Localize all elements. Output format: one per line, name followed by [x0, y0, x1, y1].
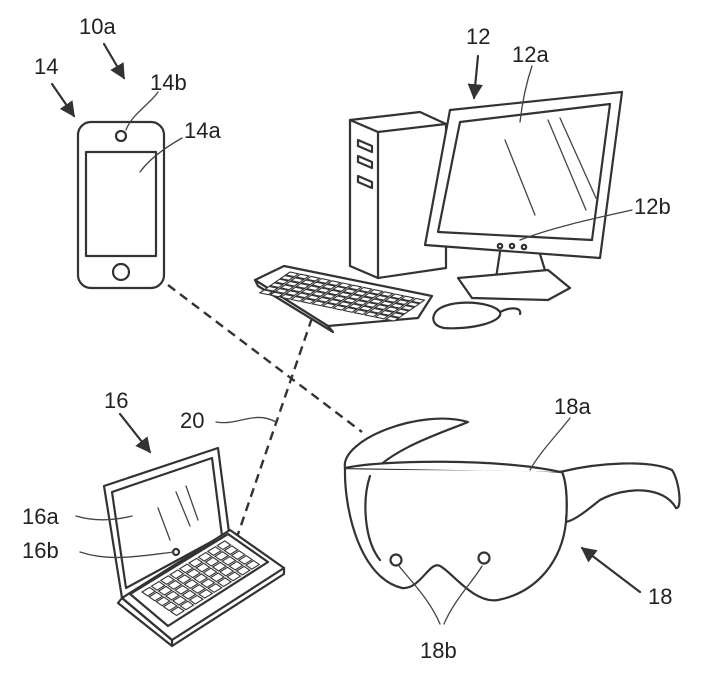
label-14a: 14a	[184, 118, 221, 143]
computer-mouse	[433, 303, 520, 329]
smartphone	[78, 122, 164, 288]
label-12b: 12b	[634, 194, 671, 219]
label-18a: 18a	[554, 394, 591, 419]
label-12a: 12a	[512, 42, 549, 67]
vr-headset	[345, 419, 680, 601]
label-10a: 10a	[79, 14, 116, 39]
computer-keyboard	[255, 266, 432, 332]
label-16: 16	[104, 388, 128, 413]
label-12: 12	[466, 24, 490, 49]
computer-tower	[350, 112, 446, 278]
label-14b: 14b	[150, 70, 187, 95]
label-18b: 18b	[420, 638, 457, 663]
label-16a: 16a	[22, 504, 59, 529]
label-16b: 16b	[22, 538, 59, 563]
desktop-computer	[255, 92, 622, 332]
label-20: 20	[180, 408, 204, 433]
computer-monitor	[425, 92, 622, 300]
label-14: 14	[34, 54, 58, 79]
label-18: 18	[648, 584, 672, 609]
